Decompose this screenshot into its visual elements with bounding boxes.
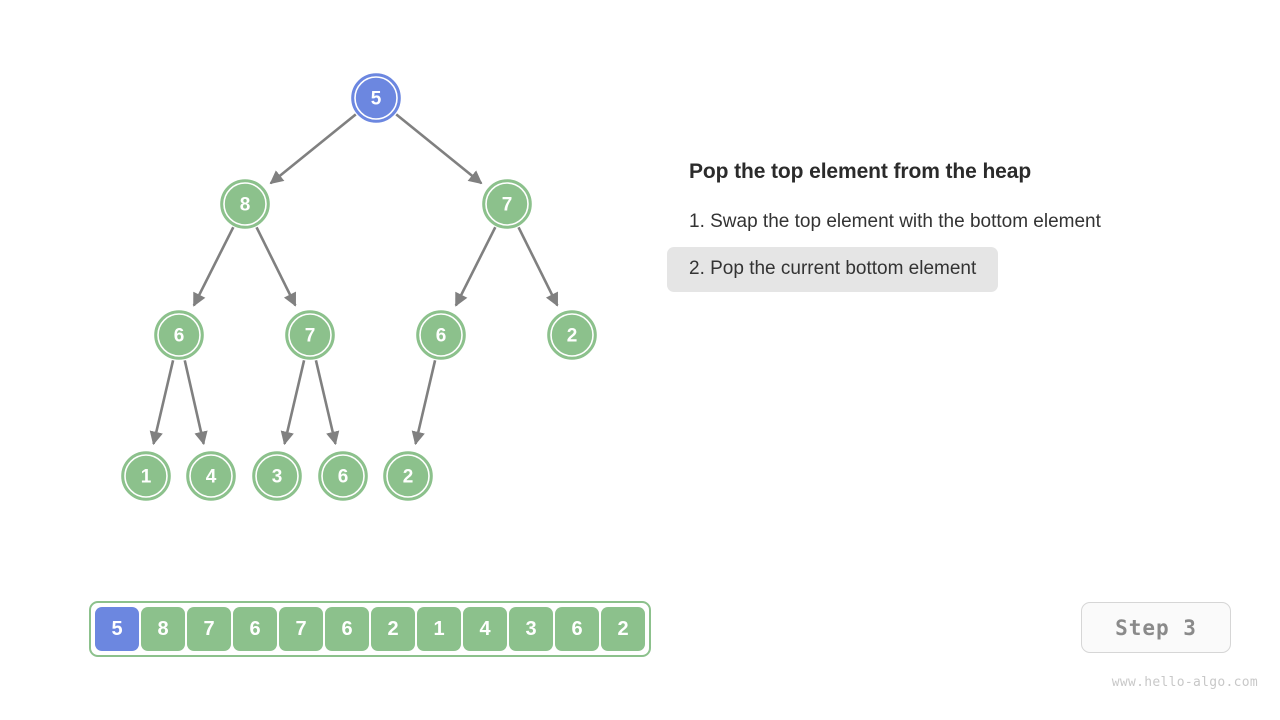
tree-edge bbox=[149, 360, 175, 446]
step-badge-label: Step 3 bbox=[1115, 615, 1197, 640]
tree-node[interactable]: 5 bbox=[351, 73, 401, 123]
array-cell[interactable]: 6 bbox=[325, 607, 369, 651]
array-cell[interactable]: 8 bbox=[141, 607, 185, 651]
tree-edge-layer bbox=[149, 113, 559, 446]
tree-node-label: 6 bbox=[436, 326, 447, 347]
tree-node[interactable]: 6 bbox=[154, 310, 204, 360]
tree-node-inner-ring bbox=[321, 454, 365, 498]
tree-edge bbox=[395, 113, 483, 185]
tree-node-inner-ring bbox=[124, 454, 168, 498]
array-cell[interactable]: 6 bbox=[233, 607, 277, 651]
tree-node-label: 6 bbox=[174, 326, 185, 347]
array-cell[interactable]: 2 bbox=[601, 607, 645, 651]
tree-node-label: 7 bbox=[305, 326, 316, 347]
tree-node-inner-ring bbox=[255, 454, 299, 498]
tree-edge bbox=[192, 226, 235, 307]
tree-node-label: 5 bbox=[371, 89, 382, 110]
tree-edge bbox=[314, 360, 340, 446]
tree-node[interactable]: 8 bbox=[220, 179, 270, 229]
tree-node-inner-ring bbox=[386, 454, 430, 498]
tree-node[interactable]: 6 bbox=[416, 310, 466, 360]
panel-title: Pop the top element from the heap bbox=[689, 160, 1032, 183]
array-cell[interactable]: 5 bbox=[95, 607, 139, 651]
tree-node-inner-ring bbox=[189, 454, 233, 498]
tree-node-inner-ring bbox=[419, 313, 463, 357]
array-cell[interactable]: 6 bbox=[555, 607, 599, 651]
step-item-2: 2. Pop the current bottom element bbox=[667, 246, 999, 292]
tree-node[interactable]: 2 bbox=[383, 451, 433, 501]
tree-node[interactable]: 7 bbox=[285, 310, 335, 360]
tree-node-label: 8 bbox=[240, 195, 251, 216]
tree-node[interactable]: 7 bbox=[482, 179, 532, 229]
array-cell[interactable]: 1 bbox=[417, 607, 461, 651]
tree-node-label: 2 bbox=[403, 467, 414, 488]
tree-node-label: 7 bbox=[502, 195, 513, 216]
tree-edge bbox=[411, 360, 437, 446]
instruction-panel: Pop the top element from the heap 1. Swa… bbox=[667, 160, 1227, 294]
tree-node[interactable]: 6 bbox=[318, 451, 368, 501]
tree-edge bbox=[280, 360, 306, 446]
tree-edge bbox=[255, 226, 297, 307]
step-item-1: 1. Swap the top element with the bottom … bbox=[689, 211, 1101, 232]
step-list: 1. Swap the top element with the bottom … bbox=[667, 200, 1227, 294]
tree-node-layer: 5 8 7 6 7 6 2 1 4 3 6 2 bbox=[121, 73, 597, 501]
tree-node-label: 2 bbox=[567, 326, 578, 347]
tree-node[interactable]: 3 bbox=[252, 451, 302, 501]
tree-node-label: 1 bbox=[141, 467, 152, 488]
tree-node[interactable]: 2 bbox=[547, 310, 597, 360]
tree-node-label: 6 bbox=[338, 467, 349, 488]
array-cell[interactable]: 4 bbox=[463, 607, 507, 651]
step-badge: Step 3 bbox=[1081, 602, 1231, 653]
array-cell[interactable]: 2 bbox=[371, 607, 415, 651]
tree-node[interactable]: 1 bbox=[121, 451, 171, 501]
tree-node-inner-ring bbox=[550, 313, 594, 357]
tree-node-label: 4 bbox=[206, 467, 217, 488]
tree-node-inner-ring bbox=[354, 76, 398, 120]
tree-node[interactable]: 4 bbox=[186, 451, 236, 501]
tree-node-label: 3 bbox=[272, 467, 283, 488]
tree-edge bbox=[454, 226, 497, 307]
heap-tree: 5 8 7 6 7 6 2 1 4 3 6 2 bbox=[121, 73, 597, 501]
tree-edge bbox=[183, 360, 208, 446]
array-cell[interactable]: 7 bbox=[279, 607, 323, 651]
watermark: www.hello-algo.com bbox=[1111, 675, 1258, 690]
tree-edge bbox=[269, 113, 357, 185]
tree-node-inner-ring bbox=[485, 182, 529, 226]
tree-node-inner-ring bbox=[288, 313, 332, 357]
tree-node-inner-ring bbox=[223, 182, 267, 226]
array-cell[interactable]: 3 bbox=[509, 607, 553, 651]
array-cell[interactable]: 7 bbox=[187, 607, 231, 651]
tree-edge bbox=[517, 226, 559, 307]
tree-node-inner-ring bbox=[157, 313, 201, 357]
